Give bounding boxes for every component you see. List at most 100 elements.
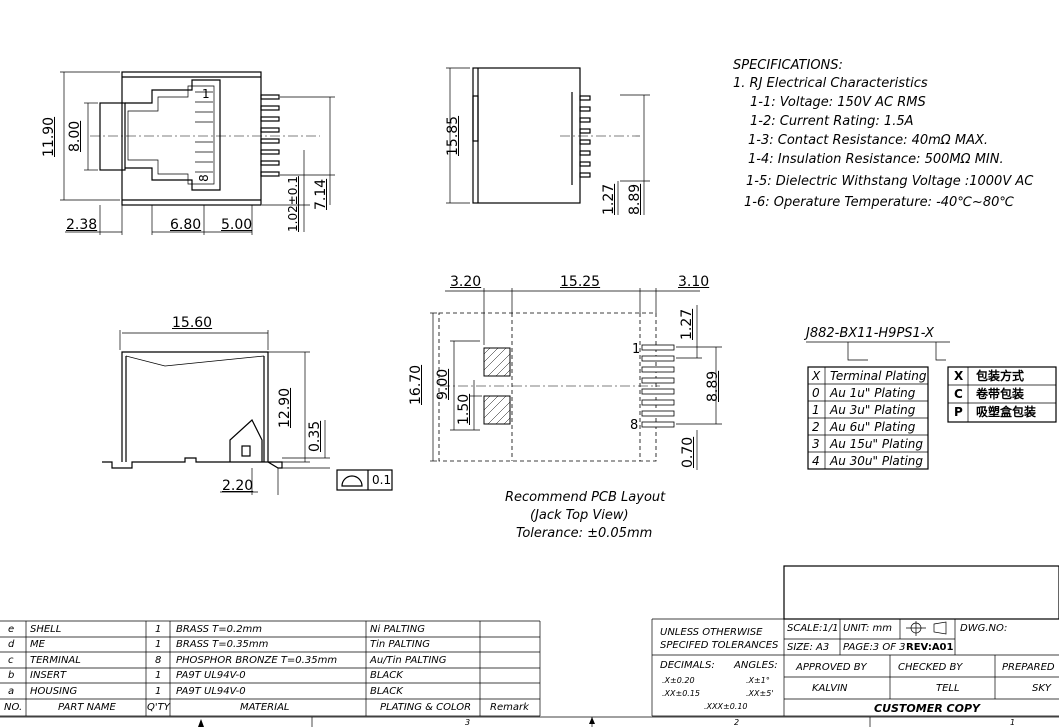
dim-label: 5.00 [221, 217, 253, 233]
spec-heading: 1. RJ Electrical Characteristics [733, 76, 928, 91]
approver-name: KALVIN [812, 683, 848, 694]
bom-material: PA9T UL94V-0 [176, 670, 246, 681]
spec-item: 1-1: Voltage: 150V AC RMS [750, 95, 926, 110]
zone-number: 2 [734, 718, 740, 727]
plating-desc: Terminal Plating [830, 369, 927, 383]
bom-part-name: TERMINAL [30, 655, 81, 666]
bom-qty: 1 [155, 670, 162, 681]
plating-desc: Au 15u" Plating [830, 437, 924, 451]
plating-desc: Au 1u" Plating [830, 386, 916, 400]
part-number-graphics [806, 341, 1057, 470]
spec-title: SPECIFICATIONS: [733, 58, 843, 73]
page-value: PAGE:3 OF 3 [843, 642, 906, 653]
bom-header-qty: Q'TY [147, 702, 170, 713]
bom-material: PA9T UL94V-0 [176, 686, 246, 697]
dim-label: 9.00 [435, 368, 451, 400]
bom-no: a [8, 686, 15, 697]
pin-number: 8 [630, 418, 639, 433]
decimals-label: DECIMALS: [660, 660, 715, 671]
dim-label: 2.20 [222, 478, 254, 494]
pcb-layout-outline [430, 288, 722, 470]
dim-label: 15.25 [560, 274, 601, 290]
bom-plating: Tin PALTING [370, 639, 430, 650]
spec-item: 1-2: Current Rating: 1.5A [750, 114, 914, 129]
dim-label: 1.50 [456, 393, 472, 425]
spec-item: 1-5: Dielectric Withstang Voltage :1000V… [746, 174, 1034, 189]
bom-header-no: NO. [4, 702, 23, 713]
bom-part-name: INSERT [30, 670, 67, 681]
tol-x: .X±0.20 [662, 676, 695, 685]
front-view-outline [60, 71, 335, 235]
prepared-by-label: PREPARED [1002, 662, 1055, 673]
dim-label: 1.02±0.1 [286, 176, 300, 232]
plating-code: 1 [812, 403, 820, 417]
rev-value: REV:A01 [906, 642, 954, 653]
bom-plating: BLACK [370, 686, 403, 697]
plating-code: 3 [812, 437, 820, 451]
dim-label: 8.89 [705, 370, 721, 402]
bom-header-remark: Remark [490, 702, 529, 713]
zone-number: 1 [1010, 718, 1016, 727]
angle-2: .XX±5' [746, 689, 774, 698]
dim-label: 1.27 [601, 183, 617, 215]
dim-label: 3.20 [450, 274, 482, 290]
bottom-view-outline [102, 330, 393, 495]
bom-no: b [8, 670, 15, 681]
bom-material: BRASS T=0.35mm [176, 639, 269, 650]
title-block-grid [651, 565, 1059, 717]
dim-label: 3.10 [678, 274, 710, 290]
bom-qty: 1 [155, 686, 162, 697]
preparer-name: SKY [1032, 683, 1052, 694]
dim-label: 0.35 [307, 420, 323, 452]
dim-label: 16.70 [408, 364, 424, 405]
dim-label: 7.14 [313, 178, 329, 210]
plating-code: 2 [812, 420, 820, 434]
dim-label: 8.89 [627, 183, 643, 215]
bom-part-name: ME [30, 639, 45, 650]
scale-value: SCALE:1/1 [787, 623, 839, 634]
pin-number: 1 [632, 342, 641, 357]
package-code: X [954, 369, 964, 383]
bom-qty: 1 [155, 624, 162, 635]
plating-code: 4 [812, 454, 820, 468]
approved-by-label: APPROVED BY [796, 662, 867, 673]
angle-1: .X±1° [746, 676, 770, 685]
angles-label: ANGLES: [734, 660, 778, 671]
package-desc: 吸塑盒包装 [976, 405, 1037, 419]
customer-copy: CUSTOMER COPY [874, 702, 980, 715]
spec-item: 1-6: Operature Temperature: -40℃~80℃ [744, 195, 1014, 210]
bom-header-plating: PLATING & COLOR [380, 702, 472, 713]
package-desc: 包装方式 [976, 369, 1025, 383]
size-value: SIZE: A3 [787, 642, 830, 653]
spec-item: 1-4: Insulation Resistance: 500MΩ MIN. [748, 152, 1004, 167]
flatness-value: 0.1 [372, 473, 392, 487]
package-desc: 卷带包装 [976, 387, 1025, 401]
bom-header-material: MATERIAL [240, 702, 290, 713]
package-code: P [954, 405, 963, 419]
pin-number: 1 [202, 87, 210, 101]
bom-part-name: SHELL [30, 624, 62, 635]
dwg-no-label: DWG.NO: [960, 623, 1008, 634]
tol-xx: .XX±0.15 [662, 689, 701, 698]
plating-desc: Au 30u" Plating [830, 454, 924, 468]
bom-plating: Au/Tin PALTING [370, 655, 447, 666]
pcb-caption: Recommend PCB Layout [505, 490, 666, 505]
dim-label: 15.85 [445, 115, 461, 156]
dim-label: 2.38 [66, 217, 98, 233]
pcb-caption: Tolerance: ±0.05mm [516, 526, 653, 541]
bom-no: e [8, 624, 15, 635]
tolerance-title: SPECIFED TOLERANCES [660, 640, 779, 651]
dim-label: 1.27 [679, 308, 695, 340]
zone-number: 3 [465, 718, 471, 727]
plating-desc: Au 6u" Plating [830, 420, 916, 434]
checker-name: TELL [936, 683, 960, 694]
dim-label: 15.60 [172, 315, 213, 331]
dim-label: 11.90 [41, 116, 57, 157]
tol-xxx: .XXX±0.10 [704, 702, 748, 711]
dim-label: 8.00 [67, 120, 83, 152]
pcb-caption: (Jack Top View) [530, 508, 629, 523]
zone-markers [0, 716, 1059, 727]
bom-no: d [8, 639, 15, 650]
bom-material: BRASS T=0.2mm [176, 624, 263, 635]
